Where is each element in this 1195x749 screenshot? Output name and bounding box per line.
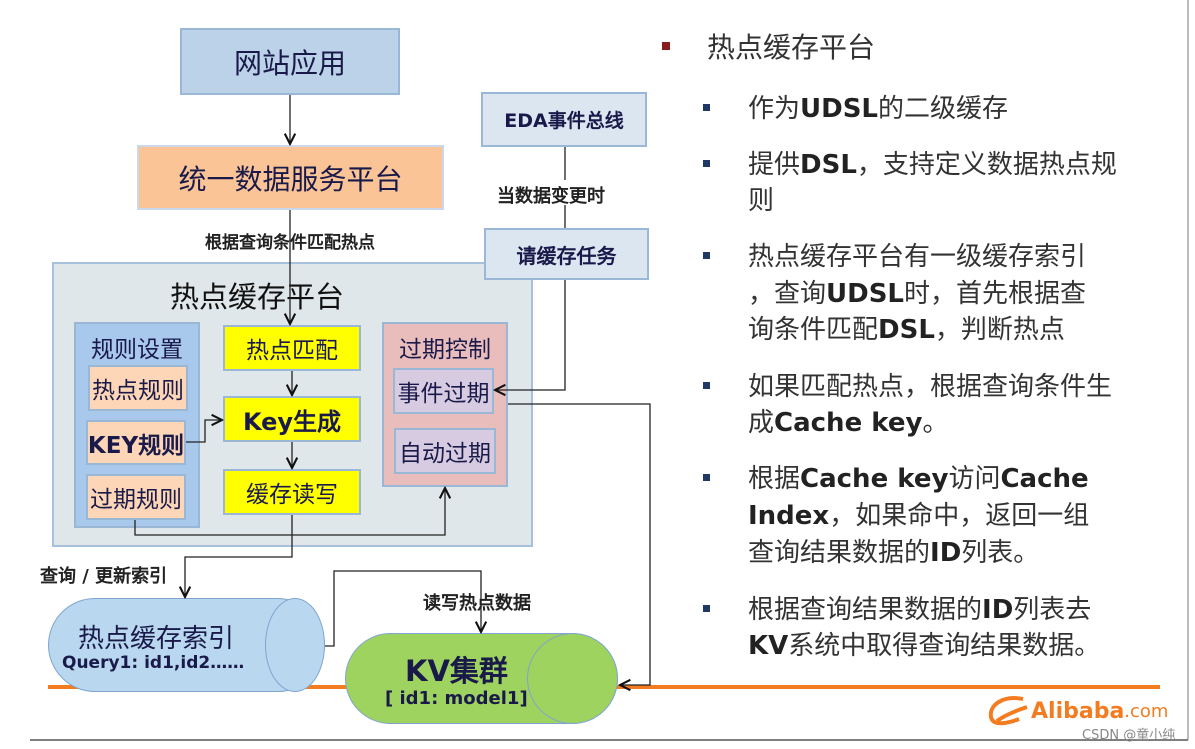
bullet-line: 根据查询结果数据的ID列表去	[748, 589, 1091, 626]
bullet-line: 提供DSL，支持定义数据热点规	[748, 144, 1117, 181]
kv-cylinder-end	[527, 633, 618, 724]
rule-key-label: KEY规则	[87, 432, 185, 459]
bullet-line: 热点缓存平台有一级缓存索引	[748, 236, 1086, 273]
eda-bus-box: EDA事件总线	[481, 92, 647, 147]
bullet-line: ，查询UDSL时，首先根据查	[748, 273, 1086, 310]
bullet-text: 系统中取得查询结果数据。	[788, 631, 1101, 661]
step-cache-rw-label: 缓存读写	[246, 482, 338, 508]
step-cache-rw: 缓存读写	[223, 469, 361, 515]
rules-title: 规则设置	[91, 337, 183, 363]
bullet-line: 询条件匹配DSL，判断热点	[748, 309, 1065, 346]
bullet-text: 列表去	[1013, 595, 1092, 625]
bullet-text: 查询结果数据的	[748, 538, 931, 568]
bullet-text: 则	[748, 186, 775, 216]
bullet-text: Cache key	[774, 408, 923, 438]
expiry-title: 过期控制	[399, 337, 491, 363]
bullet-line: 作为UDSL的二级缓存	[748, 88, 1008, 125]
bullet-text: 热点缓存平台有一级缓存索引	[748, 242, 1087, 272]
bullet-line: KV系统中取得查询结果数据。	[748, 625, 1100, 662]
data-change-label: 当数据变更时	[497, 186, 605, 207]
expiry-auto-label: 自动过期	[399, 441, 491, 467]
rule-expire-label: 过期规则	[90, 487, 182, 513]
alibaba-face-icon	[988, 696, 1028, 726]
expiry-event-label: 事件过期	[397, 381, 490, 407]
expiry-event: 事件过期	[393, 368, 494, 414]
bullet-icon	[703, 252, 710, 259]
bullet-line: 查询结果数据的ID列表。	[748, 532, 1039, 569]
step-key-gen-label: Key生成	[242, 407, 342, 436]
bullet-text: UDSL	[800, 94, 879, 124]
bullet-text: 。	[922, 408, 949, 438]
rule-expire: 过期规则	[86, 474, 186, 520]
bullet-line: 成Cache key。	[748, 402, 948, 439]
bullet-text: DSL	[878, 315, 935, 345]
bullet-text: 如果匹配热点，根据查询条件生	[748, 372, 1113, 402]
platform-title: 热点缓存平台	[170, 280, 345, 314]
kv-cylinder-sub: [ id1: model1]	[385, 688, 528, 709]
unified-platform-label: 统一数据服务平台	[178, 162, 403, 196]
bullet-text: 根据	[748, 464, 801, 494]
bullet-text: Cache key	[800, 464, 949, 494]
kv-cylinder-title: KV集群	[405, 654, 508, 688]
bullet-text: 列表。	[961, 538, 1040, 568]
index-cylinder-sub: Query1: id1,id2……	[62, 653, 245, 673]
logo-brand: Alibaba	[1031, 698, 1125, 724]
bullet-text: Index	[748, 501, 830, 531]
bullet-text: DSL	[800, 150, 857, 180]
bullet-text: 成	[748, 408, 775, 438]
bullet-text: Cache	[1000, 464, 1089, 494]
watermark: CSDN @童小纯	[1082, 728, 1176, 743]
bullet-text: 访问	[948, 464, 1001, 494]
heading-bullet	[662, 42, 670, 50]
cache-task-label: 请缓存任务	[516, 243, 617, 268]
bullet-icon	[703, 382, 710, 389]
rule-hot: 热点规则	[88, 365, 188, 411]
bullet-icon	[703, 474, 710, 481]
bullet-text: ，判断热点	[934, 315, 1065, 345]
alibaba-logo: Alibaba.com	[983, 693, 1168, 729]
logo-suffix: .com	[1124, 700, 1169, 722]
bullet-line: 根据Cache key访问Cache	[748, 458, 1089, 495]
index-cylinder-end	[265, 598, 325, 692]
bullet-text: 询条件匹配	[748, 315, 879, 345]
index-cylinder-title: 热点缓存索引	[78, 624, 235, 654]
bullet-text: ，查询	[748, 279, 827, 309]
bullet-icon	[703, 104, 710, 111]
bullet-text: 时，首先根据查	[904, 279, 1087, 309]
bullet-text: ，支持定义数据热点规	[856, 150, 1117, 180]
eda-bus-label: EDA事件总线	[504, 110, 624, 132]
bullet-icon	[703, 160, 710, 167]
bullet-text: 作为	[748, 94, 801, 124]
rw-label: 读写热点数据	[423, 593, 531, 614]
bullet-line: 如果匹配热点，根据查询条件生	[748, 366, 1112, 403]
step-hot-match: 热点匹配	[223, 325, 361, 371]
expiry-auto: 自动过期	[394, 428, 496, 474]
bullet-text: UDSL	[826, 279, 905, 309]
query-update-label: 查询 / 更新索引	[40, 566, 168, 587]
bullet-text: ID	[930, 538, 962, 568]
step-key-gen: Key生成	[223, 396, 361, 442]
right-heading: 热点缓存平台	[707, 31, 876, 64]
rule-hot-label: 热点规则	[92, 378, 184, 404]
bullet-text: 提供	[748, 150, 801, 180]
bullet-icon	[703, 605, 710, 612]
bullet-line: Index，如果命中，返回一组	[748, 495, 1089, 532]
rule-key: KEY规则	[86, 420, 186, 465]
bullet-line: 则	[748, 180, 774, 217]
cache-task-box: 请缓存任务	[484, 228, 649, 280]
bullet-text: KV	[748, 631, 789, 661]
bullet-text: ID	[982, 595, 1014, 625]
unified-platform-box: 统一数据服务平台	[137, 145, 444, 210]
website-app-label: 网站应用	[233, 46, 346, 80]
bullet-text: ，如果命中，返回一组	[829, 501, 1090, 531]
step-hot-match-label: 热点匹配	[246, 338, 338, 364]
bullet-text: 根据查询结果数据的	[748, 595, 983, 625]
bullet-text: 的二级缓存	[878, 94, 1009, 124]
website-app-box: 网站应用	[180, 28, 400, 95]
